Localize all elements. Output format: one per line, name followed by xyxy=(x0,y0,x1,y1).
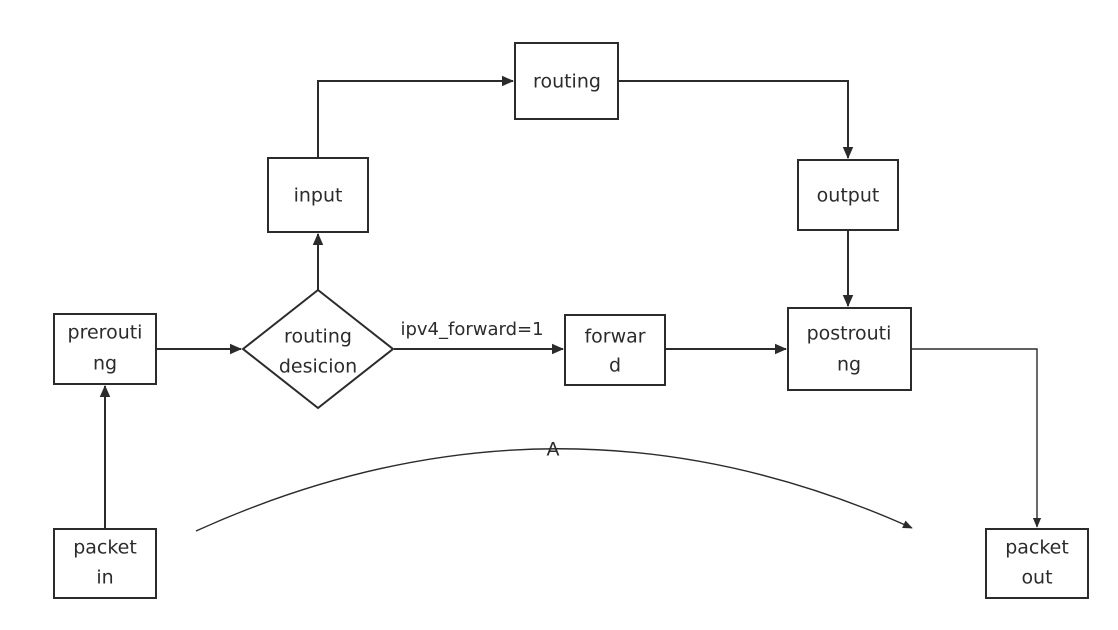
node-packet-in-label-line2: in xyxy=(96,567,113,589)
node-routing-decision-label-line1: routing xyxy=(284,326,352,348)
node-routing-decision-label-line2: desicion xyxy=(279,356,357,378)
edge-label-ipv4-forward: ipv4_forward=1 xyxy=(400,319,543,340)
node-packet-in-label-line1: packet xyxy=(73,537,137,559)
node-postrouting-label-line2: ng xyxy=(837,354,861,376)
node-routing[interactable]: routing xyxy=(514,42,619,120)
node-forward-label-line2: d xyxy=(609,355,621,377)
node-output[interactable]: output xyxy=(797,159,899,231)
node-packet-out-label-line2: out xyxy=(1021,567,1052,589)
edge-label-arc-a: A xyxy=(547,439,560,461)
node-packet-out[interactable]: packet out xyxy=(985,528,1089,599)
node-prerouting-label-line1: prerouti xyxy=(68,322,143,344)
node-prerouting-label-line2: ng xyxy=(93,353,117,375)
edge-input-to-routing xyxy=(317,75,514,158)
node-packet-in[interactable]: packet in xyxy=(53,528,157,599)
node-forward-label-line1: forwar xyxy=(584,326,645,348)
node-output-label: output xyxy=(817,185,880,207)
node-routing-decision[interactable]: routing desicion xyxy=(241,288,395,410)
node-postrouting-label-line1: postrouti xyxy=(807,323,892,345)
node-packet-out-label-line1: packet xyxy=(1005,537,1069,559)
node-input[interactable]: input xyxy=(267,157,369,233)
node-routing-label: routing xyxy=(533,71,601,93)
edge-routing-to-output xyxy=(618,80,854,159)
node-prerouting[interactable]: prerouti ng xyxy=(53,313,157,385)
node-input-label: input xyxy=(294,185,343,207)
node-forward[interactable]: forwar d xyxy=(564,314,666,386)
edge-curved-arc-a xyxy=(195,448,913,532)
edge-postrouting-to-packet-out xyxy=(911,348,1042,528)
node-postrouting[interactable]: postrouti ng xyxy=(787,307,912,391)
